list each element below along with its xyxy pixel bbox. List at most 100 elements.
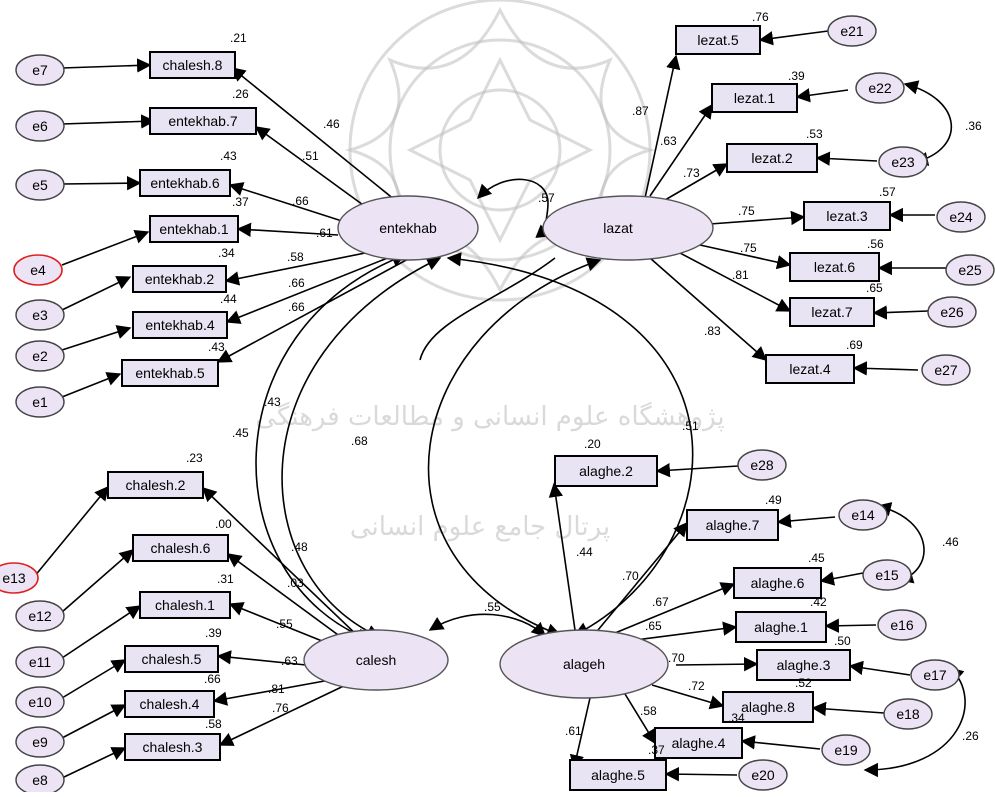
error-label: e22 [868,80,892,96]
error-label: e20 [751,767,775,783]
latent-entekhab-label: entekhab [379,220,437,236]
error-label: e10 [28,694,52,710]
error-label: e19 [834,742,858,758]
indicator-label: entekhab.5 [135,365,204,381]
loading-label: .03 [287,576,304,590]
loading-label: .73 [683,166,700,180]
indicator-r2: .39 [788,69,805,83]
error-term [827,15,877,47]
error-term [737,449,787,481]
indicator-label: alaghe.2 [579,463,633,479]
indicator-box [139,169,231,197]
indicator-r2: .69 [846,338,863,352]
indicator-box [726,143,818,173]
loading-label: .81 [268,682,285,696]
error-label: e2 [32,348,48,364]
indicator-box [735,611,827,643]
loading-label: .76 [272,701,289,715]
indicator-label: chalesh.4 [140,696,200,712]
loading-label: .55 [276,617,293,631]
indicator-r2: .42 [810,595,827,609]
loading-label: .66 [292,194,309,208]
error-term [15,299,65,331]
watermark-line1: پژوهشگاه علوم انسانی و مطالعات فرهنگی [255,401,724,432]
indicator-box [789,252,880,282]
error-label: e11 [29,654,52,670]
cov-e17-e19: .26 [962,729,979,743]
error-term [878,146,928,178]
error-term [921,354,971,386]
latent-lazat [542,195,714,261]
cov-e22-e23: .36 [965,119,982,133]
latent-entekhab [337,195,479,261]
indicator-label: entekhab.7 [168,113,237,129]
error-term [855,72,905,104]
loading-label: .72 [688,679,705,693]
loading-label: .48 [291,540,308,554]
indicator-label: entekhab.1 [159,221,228,237]
indicator-r2: .37 [232,195,249,209]
indicator-r2: .39 [205,626,222,640]
indicator-r2: .65 [866,281,883,295]
error-term [15,169,65,201]
error-label: e17 [923,667,947,683]
indicator-label: entekhab.2 [145,271,214,287]
error-label: e9 [32,734,48,750]
error-term [877,609,927,641]
indicator-r2: .43 [220,149,237,163]
indicator-box [107,471,204,499]
indicator-r2: .45 [808,551,825,565]
indicator-box [149,215,239,243]
error-label: e6 [32,118,48,134]
loading-label: .58 [640,704,657,718]
loading-label: .75 [740,241,757,255]
error-term [15,54,65,86]
indicator-box [124,733,221,761]
indicator-box [654,727,743,759]
loading-label: .67 [652,595,669,609]
indicator-label: lezat.3 [826,208,867,224]
indicator-label: lezat.1 [734,90,775,106]
indicator-label: lezat.5 [697,32,738,48]
loading-label: .83 [704,324,721,338]
error-label: e16 [890,617,914,633]
error-term [15,646,65,678]
loading-label: .65 [645,619,662,633]
indicator-r2: .57 [879,185,896,199]
indicator-r2: .56 [867,237,884,251]
indicator-label: chalesh.6 [151,540,211,556]
loading-label: .87 [632,104,649,118]
cov-entekhab-lazat: .57 [538,191,555,205]
indicator-r2: .20 [584,437,601,451]
error-label: e28 [750,457,774,473]
error-label: e25 [958,262,982,278]
indicator-label: alaghe.6 [751,575,805,591]
indicator-box [132,265,227,293]
error-term [13,254,63,286]
indicator-label: lezat.2 [751,150,792,166]
error-term [862,559,912,591]
indicator-r2: .53 [806,127,823,141]
error-term [927,296,977,328]
indicator-label: lezat.7 [811,304,852,320]
indicator-r2: .50 [834,634,851,648]
cov-entekhab-alageh: .51 [682,419,699,433]
indicator-box [121,359,219,387]
indicator-box [554,455,658,487]
loading-label: .66 [288,276,305,290]
indicator-box [686,509,779,541]
error-label: e18 [896,706,920,722]
error-label: e23 [891,154,915,170]
indicator-r2: .58 [205,717,222,731]
error-label: e12 [28,608,52,624]
error-label: e15 [875,567,899,583]
loading-label: .70 [668,651,685,665]
error-term [838,499,888,531]
indicator-label: lezat.6 [814,259,855,275]
indicator-label: alaghe.1 [754,619,808,635]
error-label: e24 [949,209,973,225]
loading-label: .81 [732,268,749,282]
indicator-r2: .44 [220,292,237,306]
